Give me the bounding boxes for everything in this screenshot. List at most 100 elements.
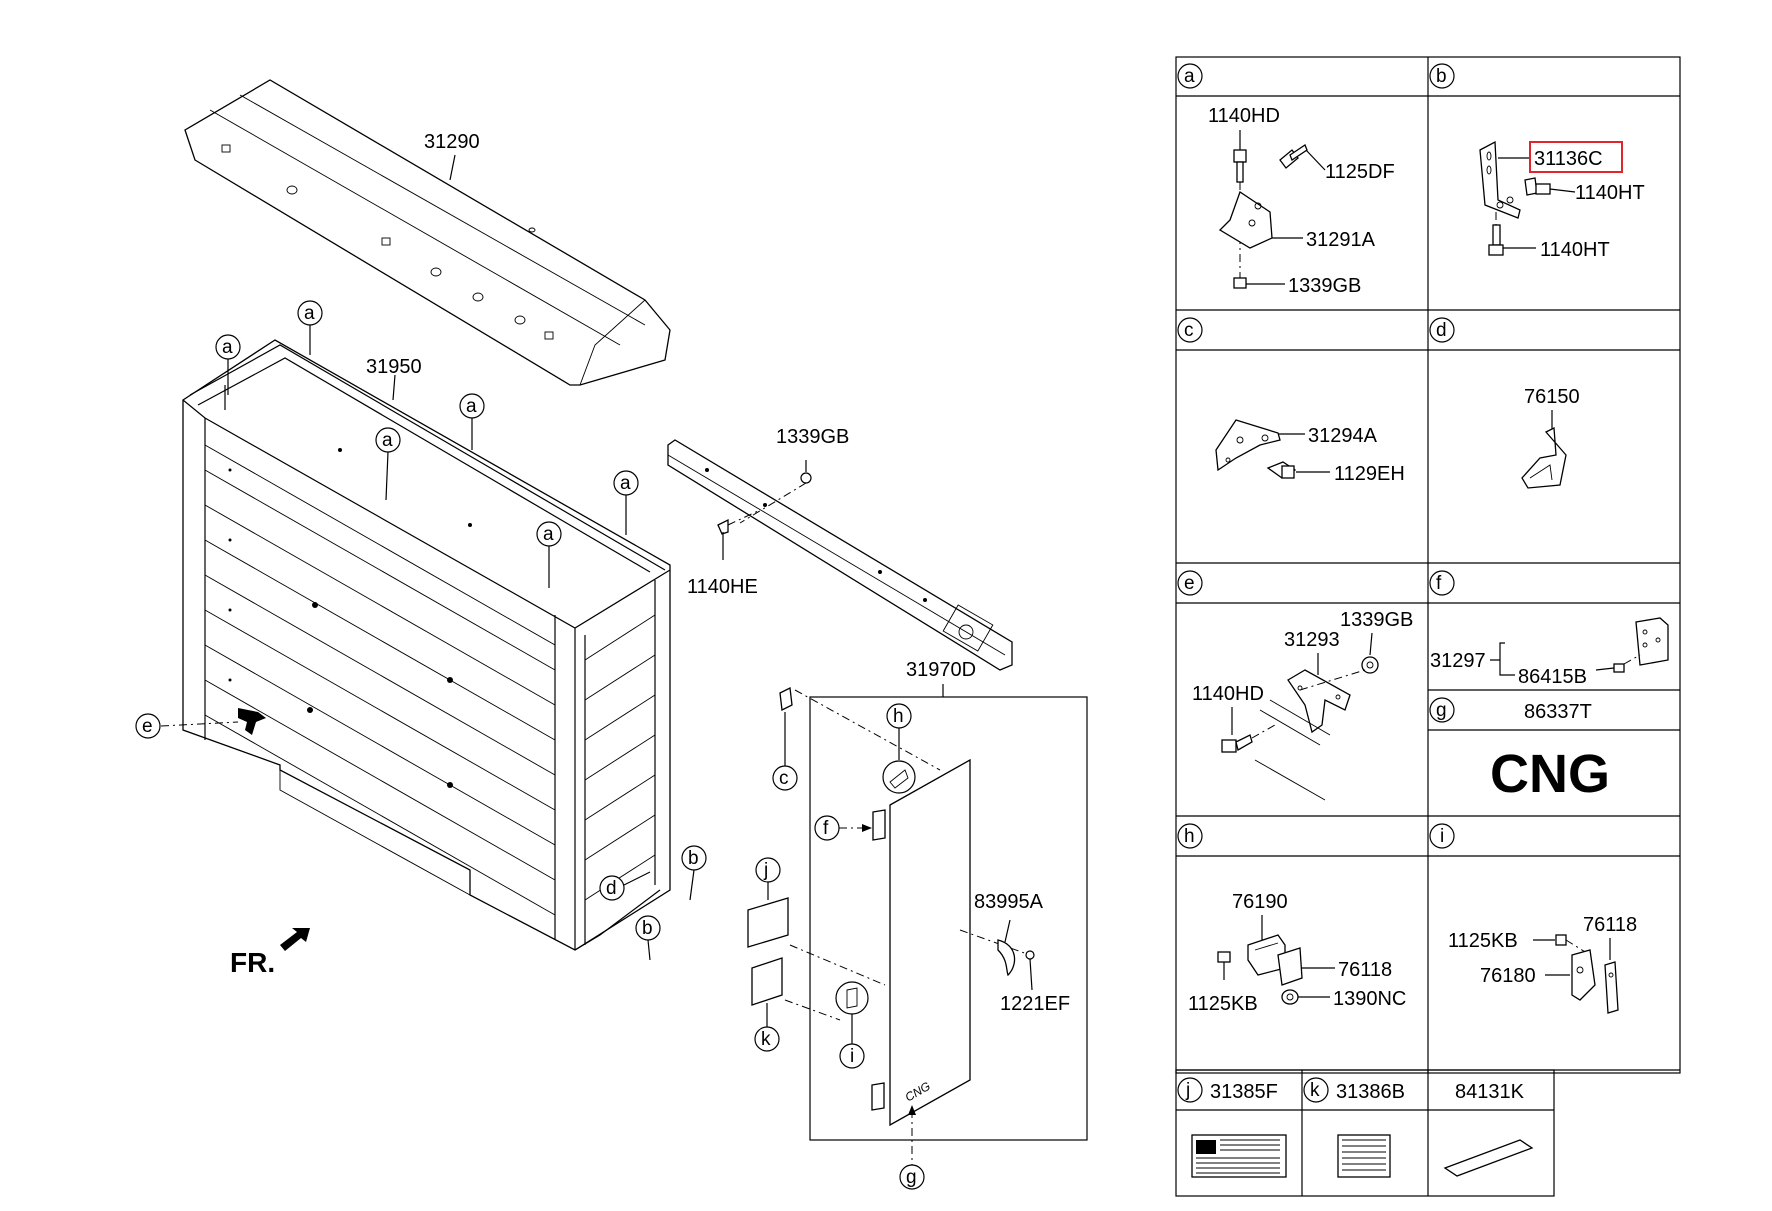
callout-k: k bbox=[761, 1029, 771, 1050]
panel-h-letter: h bbox=[1184, 826, 1195, 847]
panel-j-part-1: 31385F bbox=[1210, 1081, 1278, 1103]
callout-g: g bbox=[906, 1167, 917, 1188]
nut-icon bbox=[1233, 277, 1247, 289]
cross-bar[interactable] bbox=[667, 439, 1013, 671]
hose-part-number: 83995A bbox=[974, 891, 1044, 913]
bar-bolt-part-number: 1140HE bbox=[687, 576, 758, 598]
panel-i-part-1: 76118 bbox=[1583, 914, 1637, 936]
label-row-grid bbox=[1175, 1069, 1555, 1197]
handle-icon bbox=[1521, 426, 1567, 489]
panel-c-letter: c bbox=[1184, 320, 1194, 341]
panel-l-part-1: 84131K bbox=[1455, 1081, 1525, 1103]
callout-j: j bbox=[763, 860, 768, 881]
panel-e-part-2: 1339GB bbox=[1340, 609, 1413, 631]
panel-g-part-1: 86337T bbox=[1524, 701, 1592, 723]
panel-d-part-1: 76150 bbox=[1524, 386, 1580, 408]
callout-h: h bbox=[893, 706, 904, 727]
panel-h-part-2: 76118 bbox=[1338, 959, 1392, 981]
c-bracket-icon bbox=[779, 687, 793, 711]
nut-icon bbox=[1281, 989, 1299, 1005]
detail-panel-b: b 31136C 1140HT 1140HT bbox=[1429, 63, 1645, 261]
bracket-icon bbox=[1218, 190, 1273, 249]
bar-nut[interactable] bbox=[800, 472, 812, 484]
panel-h-part-3: 1125KB bbox=[1188, 993, 1258, 1015]
panel-c-part-1: 31294A bbox=[1308, 425, 1378, 447]
f-hinge-icon bbox=[872, 809, 886, 841]
bracket-icon bbox=[1479, 140, 1521, 219]
label-sticker-icon bbox=[1337, 1134, 1391, 1178]
nut-icon bbox=[1361, 656, 1379, 674]
detail-panel-i: i 76118 1125KB 76180 bbox=[1429, 823, 1637, 1014]
detail-panel-a: a 1140HD 1125DF 31291A 1339GB bbox=[1177, 63, 1395, 297]
k-label-sticker-icon bbox=[751, 957, 783, 1006]
callout-b-2: b bbox=[642, 918, 653, 939]
callout-a-4: a bbox=[382, 430, 393, 451]
bolt-icon bbox=[1217, 951, 1231, 980]
panel-b-part-3: 1140HT bbox=[1540, 239, 1610, 261]
callout-a-3: a bbox=[466, 396, 477, 417]
callout-a-1: a bbox=[304, 303, 315, 324]
callout-b-1: b bbox=[688, 848, 699, 869]
bar-bolt[interactable] bbox=[717, 518, 729, 560]
frame-part-number: 31950 bbox=[366, 356, 422, 378]
front-arrow-icon bbox=[280, 928, 310, 951]
panel-a-part-3: 31291A bbox=[1306, 229, 1376, 251]
bolt-icon bbox=[1488, 224, 1504, 256]
detail-panel-l: 84131K bbox=[1443, 1081, 1534, 1177]
panel-a-letter: a bbox=[1184, 66, 1195, 87]
callout-f: f bbox=[823, 818, 829, 839]
bar-nut-part-number: 1339GB bbox=[776, 426, 849, 448]
panel-a-part-4: 1339GB bbox=[1288, 275, 1361, 297]
detail-panel-j: j 31385F bbox=[1177, 1077, 1287, 1178]
label-sticker-icon bbox=[1191, 1134, 1287, 1178]
bolt-icon bbox=[1555, 934, 1567, 946]
callout-a-2: a bbox=[222, 337, 233, 358]
highlighted-part-box bbox=[1529, 141, 1623, 173]
clip-part-number: 1221EF bbox=[1000, 993, 1070, 1015]
door-group-box bbox=[809, 696, 1088, 1141]
bolt-icon bbox=[1266, 461, 1297, 479]
front-label: FR. bbox=[230, 947, 275, 978]
j-label-sticker-icon bbox=[747, 897, 789, 948]
handle-icon bbox=[1571, 949, 1619, 1014]
callout-e: e bbox=[142, 716, 153, 737]
bolt-icon bbox=[1524, 177, 1551, 196]
panel-j-letter: j bbox=[1185, 1080, 1190, 1101]
panel-h-part-1: 76190 bbox=[1232, 891, 1288, 913]
bracket-icon bbox=[1215, 419, 1281, 472]
hinge-icon bbox=[1635, 617, 1669, 666]
panel-h-part-4: 1390NC bbox=[1333, 988, 1406, 1010]
detail-panel-c: c 31294A 1129EH bbox=[1177, 317, 1405, 485]
bolt-icon bbox=[1233, 149, 1247, 183]
panel-i-part-3: 76180 bbox=[1480, 965, 1536, 987]
cng-door[interactable]: CNG bbox=[889, 758, 971, 1127]
panel-i-letter: i bbox=[1440, 826, 1444, 847]
panel-a-part-2: 1125DF bbox=[1325, 161, 1395, 183]
bolt-icon bbox=[1221, 734, 1253, 753]
panel-g-cng-label: CNG bbox=[1490, 744, 1610, 804]
detail-panel-g: g 86337T CNG bbox=[1429, 697, 1610, 804]
hose[interactable] bbox=[997, 939, 1016, 977]
panel-k-part-1: 31386B bbox=[1336, 1081, 1405, 1103]
cover-part-number: 31290 bbox=[424, 131, 480, 153]
e-bracket-icon bbox=[238, 708, 266, 735]
bolt-icon bbox=[1613, 663, 1625, 673]
panel-c-part-2: 1129EH bbox=[1334, 463, 1405, 485]
callout-a-6: a bbox=[543, 524, 554, 545]
panel-d-letter: d bbox=[1436, 320, 1447, 341]
roof-cover[interactable] bbox=[184, 79, 671, 386]
detail-panel-f: f 31297 86415B bbox=[1429, 570, 1669, 688]
bolt-icon bbox=[1279, 144, 1308, 169]
panel-i-part-2: 1125KB bbox=[1448, 930, 1518, 952]
panel-f-part-1: 31297 bbox=[1430, 650, 1486, 672]
detail-panel-e: e 31293 1339GB 1140HD bbox=[1177, 570, 1413, 801]
cabinet-frame[interactable] bbox=[182, 339, 671, 951]
panel-f-letter: f bbox=[1436, 573, 1442, 594]
i-handle-icon bbox=[835, 981, 869, 1015]
panel-g-letter: g bbox=[1436, 700, 1447, 721]
panel-f-part-2: 86415B bbox=[1518, 666, 1587, 688]
clip[interactable] bbox=[1025, 950, 1035, 991]
panel-e-part-3: 1140HD bbox=[1192, 683, 1264, 705]
callout-d: d bbox=[606, 878, 617, 899]
